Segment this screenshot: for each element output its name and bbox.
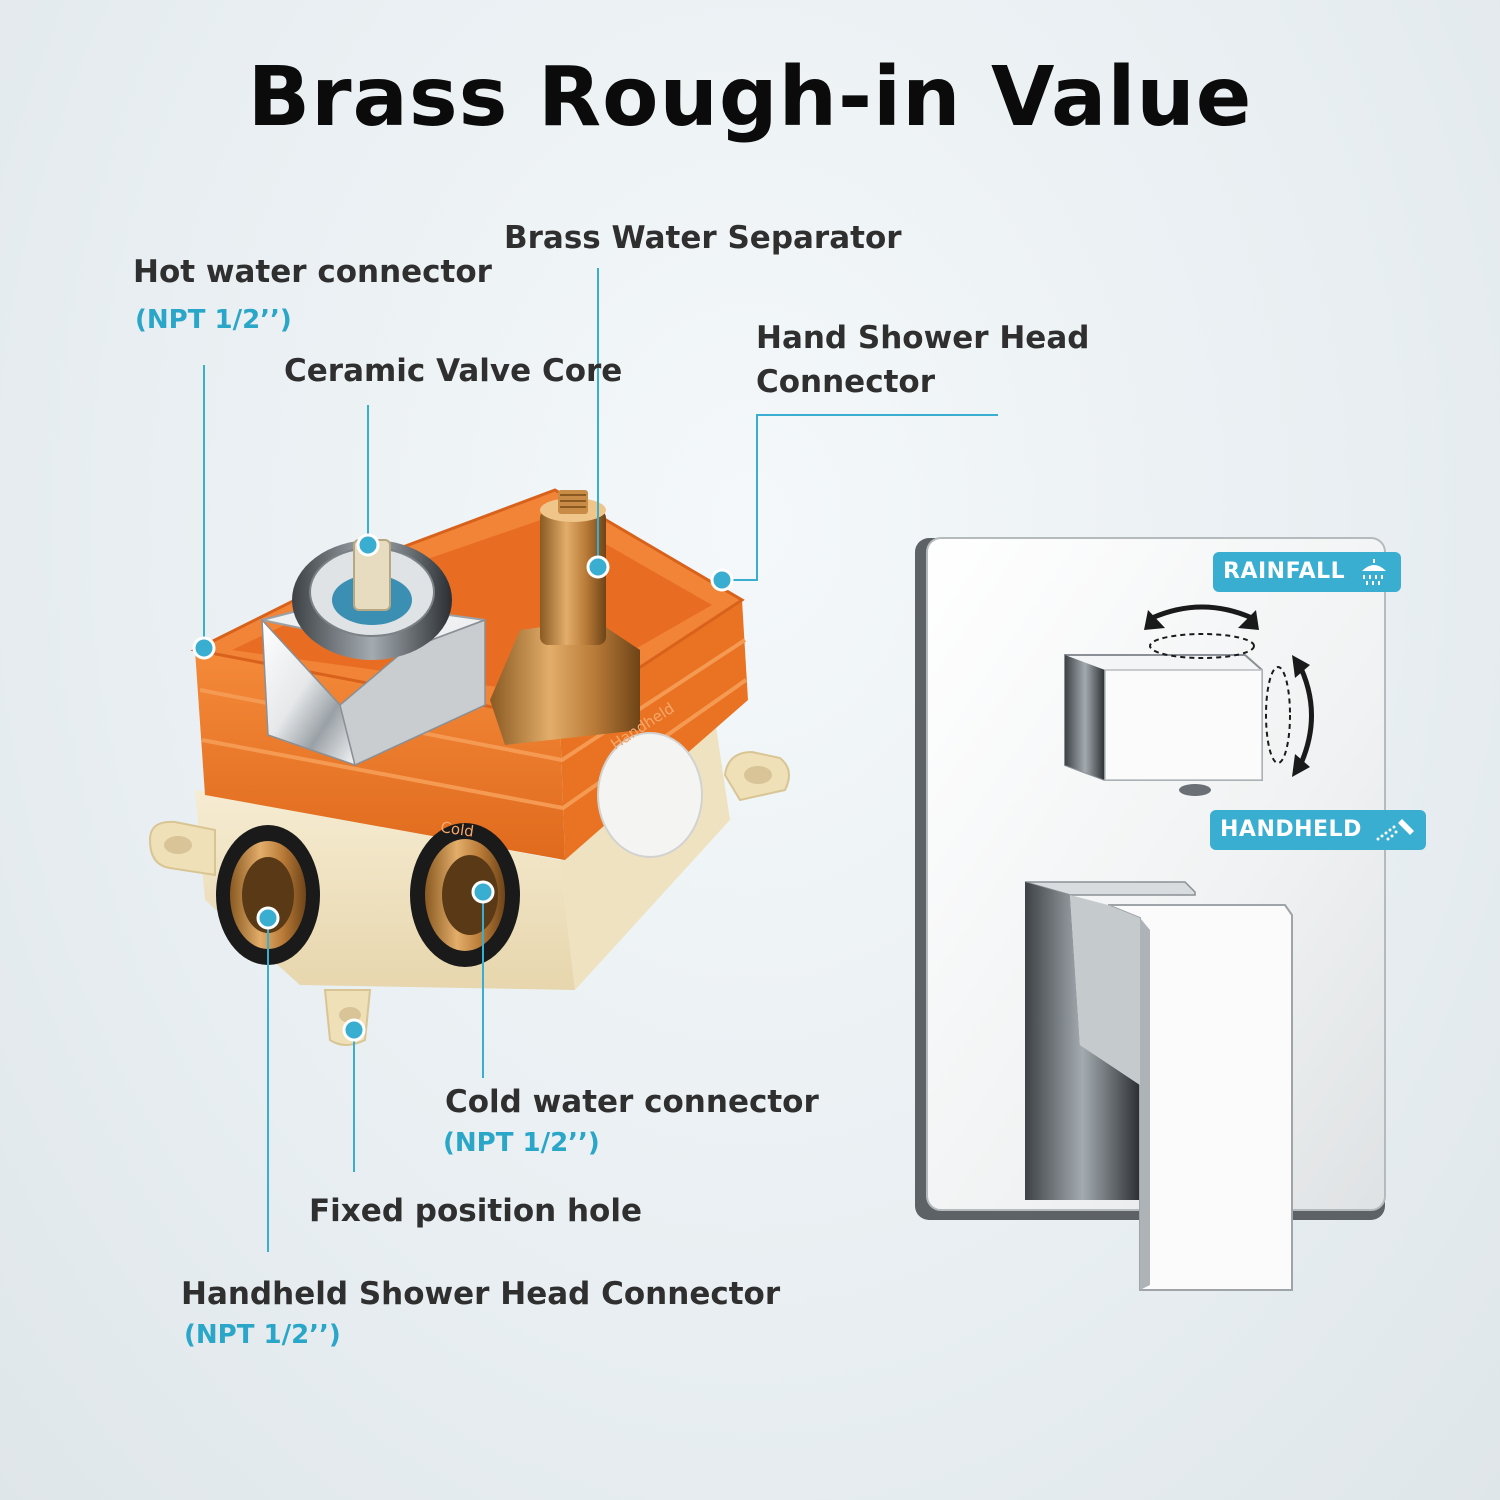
callout-dots bbox=[192, 533, 734, 1042]
label-hand-shower-head-connector-2: Connector bbox=[756, 364, 935, 400]
callout-lines bbox=[203, 268, 998, 1252]
label-cold-water-connector: Cold water connector bbox=[445, 1084, 819, 1120]
rain-shower-icon bbox=[1362, 559, 1387, 585]
spec-handheld-shower-head-connector: (NPT 1/2’’) bbox=[184, 1320, 341, 1350]
page-title: Brass Rough-in Value bbox=[247, 50, 1253, 145]
hand-shower-icon bbox=[1376, 819, 1415, 841]
handheld-badge-label: HANDHELD bbox=[1220, 817, 1362, 842]
rainfall-badge: RAINFALL bbox=[1213, 552, 1402, 592]
label-handheld-shower-head-connector: Handheld Shower Head Connector bbox=[181, 1276, 781, 1312]
embossed-cold: Cold bbox=[439, 818, 475, 840]
spec-cold-water-connector: (NPT 1/2’’) bbox=[443, 1128, 600, 1158]
label-hot-water-connector: Hot water connector bbox=[133, 254, 492, 290]
label-hand-shower-head-connector-1: Hand Shower Head bbox=[756, 320, 1090, 356]
spec-hot-water-connector: (NPT 1/2’’) bbox=[135, 305, 292, 335]
label-ceramic-valve-core: Ceramic Valve Core bbox=[284, 353, 623, 389]
rainfall-badge-label: RAINFALL bbox=[1223, 559, 1346, 584]
label-brass-water-separator: Brass Water Separator bbox=[504, 220, 902, 256]
handheld-badge: HANDHELD bbox=[1210, 810, 1427, 850]
trim-plate bbox=[915, 537, 1386, 1291]
rough-in-box bbox=[148, 488, 790, 1046]
label-fixed-position-hole: Fixed position hole bbox=[309, 1193, 642, 1229]
